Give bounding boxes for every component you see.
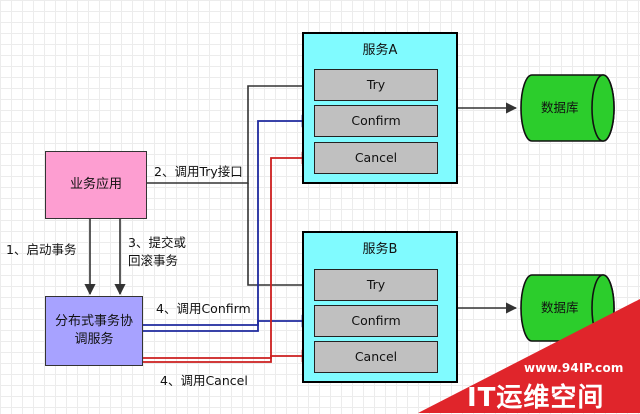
call-cancel-label: 4、调用Cancel bbox=[160, 373, 248, 388]
business-app-label: 业务应用 bbox=[69, 177, 122, 193]
service-b-try-label: Try bbox=[366, 276, 386, 292]
database-a bbox=[520, 74, 615, 142]
database-a-label: 数据库 bbox=[541, 100, 579, 115]
start-tx-label: 1、启动事务 bbox=[6, 242, 77, 257]
coordinator-box: 分布式事务协 调服务 bbox=[45, 296, 143, 366]
service-a-confirm: Confirm bbox=[314, 105, 438, 137]
try-call-line-a bbox=[147, 80, 315, 184]
service-b-confirm: Confirm bbox=[314, 305, 438, 337]
service-b-confirm-label: Confirm bbox=[351, 312, 401, 328]
service-b-cancel-label: Cancel bbox=[354, 348, 398, 364]
cancel-call-line-b bbox=[143, 349, 315, 363]
try-call-line-b bbox=[247, 183, 315, 291]
confirm-call-line-a bbox=[143, 114, 315, 332]
business-app-box: 业务应用 bbox=[45, 151, 147, 219]
service-a-confirm-label: Confirm bbox=[351, 112, 401, 128]
watermark-url: www.94IP.com bbox=[524, 361, 624, 375]
watermark-name: IT运维空间 bbox=[467, 383, 605, 413]
service-a-cancel: Cancel bbox=[314, 142, 438, 174]
service-b-try: Try bbox=[314, 269, 438, 301]
cancel-call-line-a bbox=[143, 151, 315, 359]
commit-rollback-label: 3、提交或 回滚事务 bbox=[128, 235, 186, 268]
coordinator-label: 分布式事务协 调服务 bbox=[54, 314, 133, 347]
call-confirm-label: 4、调用Confirm bbox=[156, 301, 251, 316]
service-a-try-label: Try bbox=[366, 76, 386, 92]
service-a-cancel-label: Cancel bbox=[354, 149, 398, 165]
database-b-label: 数据库 bbox=[541, 300, 579, 315]
service-a-title: 服务A bbox=[362, 43, 398, 58]
watermark-banner bbox=[418, 299, 640, 413]
confirm-call-line-b bbox=[143, 314, 315, 328]
service-b-cancel: Cancel bbox=[314, 341, 438, 373]
service-b-title: 服务B bbox=[362, 242, 398, 257]
service-a-try: Try bbox=[314, 69, 438, 101]
call-try-label: 2、调用Try接口 bbox=[154, 164, 243, 179]
